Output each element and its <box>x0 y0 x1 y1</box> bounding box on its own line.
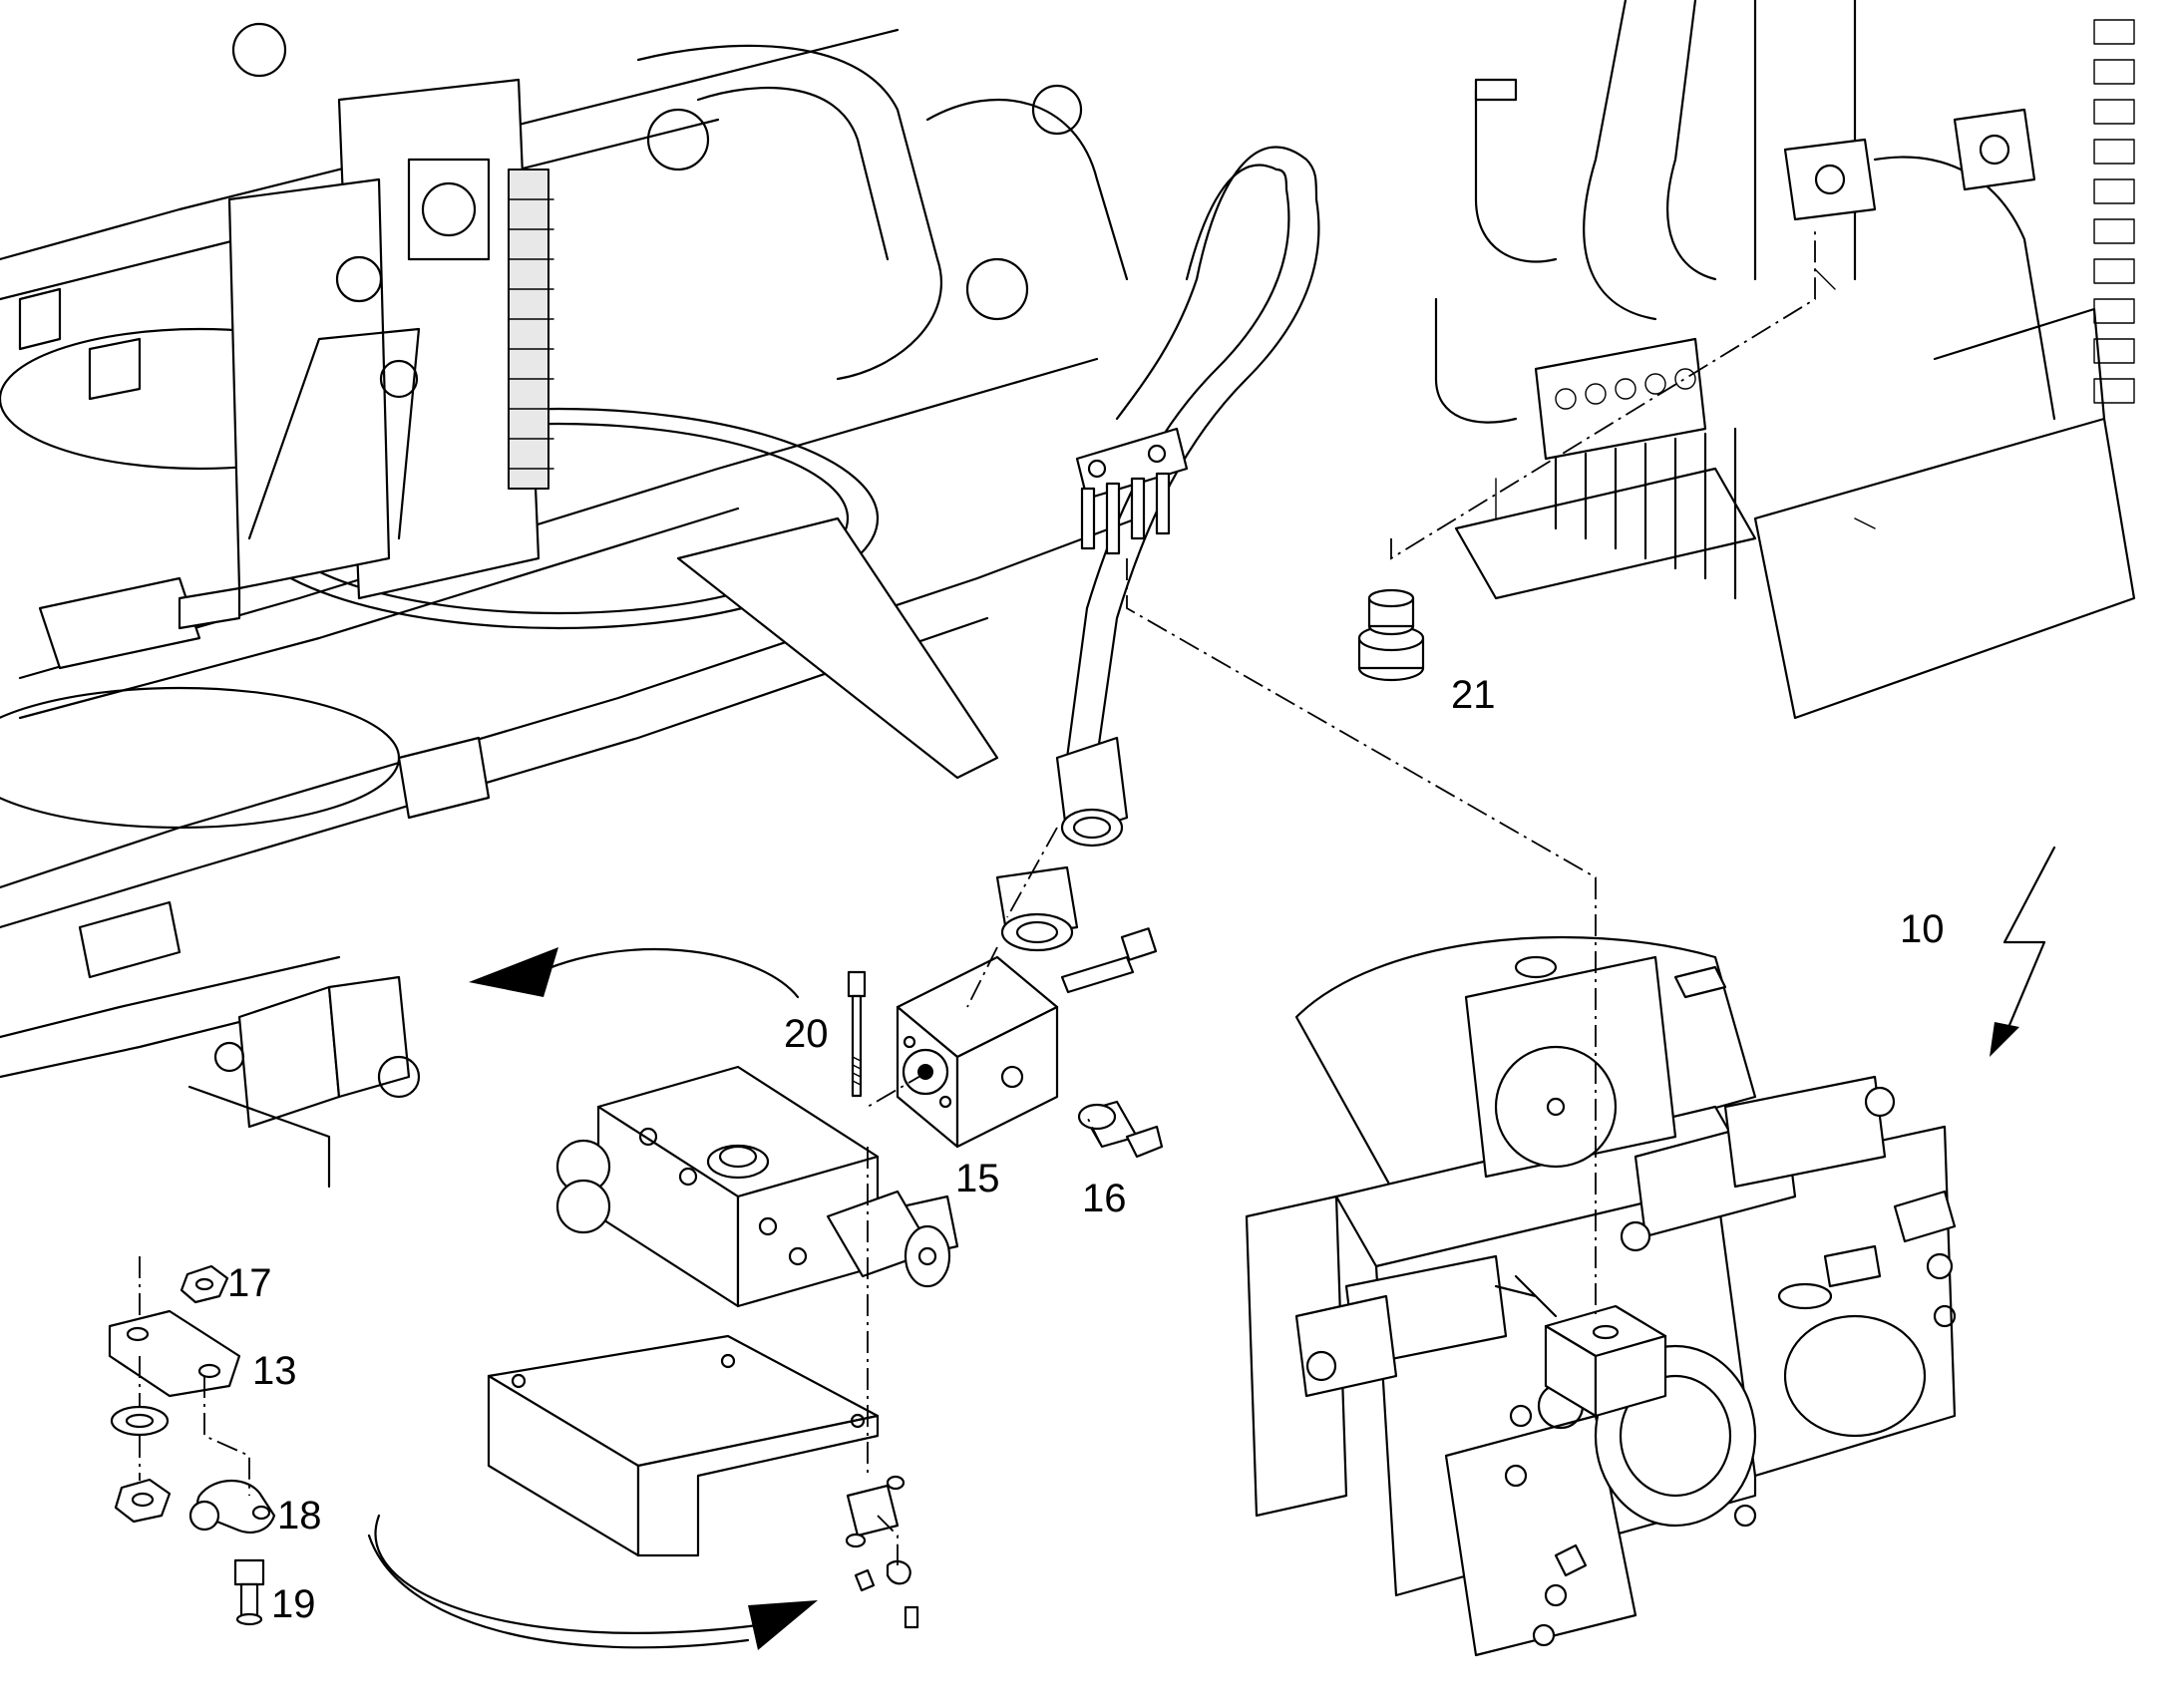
bracket-plate-part-13 <box>108 1309 241 1398</box>
loose-hardware <box>108 1264 276 1626</box>
callout-10: 10 <box>1900 907 1945 951</box>
pump-unit <box>1245 935 1957 1657</box>
callout-17: 17 <box>227 1261 272 1305</box>
callout-21: 21 <box>1451 673 1496 717</box>
curved-arrow-icon <box>469 947 800 999</box>
lightning-bolt-icon <box>1990 846 2056 1057</box>
valve-tower <box>227 78 554 600</box>
machine-frame-overview <box>0 22 1139 1288</box>
hex-nut-part <box>114 1478 172 1524</box>
pressure-sensor-part <box>1077 1100 1164 1159</box>
mounted-valve-small <box>187 975 421 1189</box>
manifold-block-part <box>896 955 1059 1149</box>
callout-13: 13 <box>252 1349 297 1393</box>
assembly-leader-lines <box>139 229 1816 1565</box>
control-valve-assembly <box>555 1065 951 1308</box>
nut-part-17 <box>180 1264 229 1304</box>
fitting-column <box>2093 19 2135 404</box>
curved-arrow-icon <box>367 1514 818 1650</box>
clamp-hardware-small <box>845 1475 919 1629</box>
plug-part <box>1357 588 1425 682</box>
callout-18: 18 <box>277 1494 322 1537</box>
callout-20: 20 <box>784 1012 829 1056</box>
long-bolt-part <box>1060 927 1158 994</box>
pedestal-detail <box>1434 0 2136 720</box>
callout-labels: 10 13 15 16 17 18 19 20 21 <box>227 673 1945 1626</box>
washer-part <box>110 1405 170 1437</box>
callout-19: 19 <box>271 1582 316 1626</box>
cap-screw-part <box>847 970 867 1098</box>
callout-16: 16 <box>1082 1177 1127 1220</box>
screw-part-19 <box>233 1558 265 1626</box>
callout-15: 15 <box>955 1157 1000 1200</box>
mounting-bracket-plate <box>487 1334 880 1557</box>
hydraulic-hose <box>995 146 1320 952</box>
p-clamp-part-18 <box>188 1479 276 1534</box>
